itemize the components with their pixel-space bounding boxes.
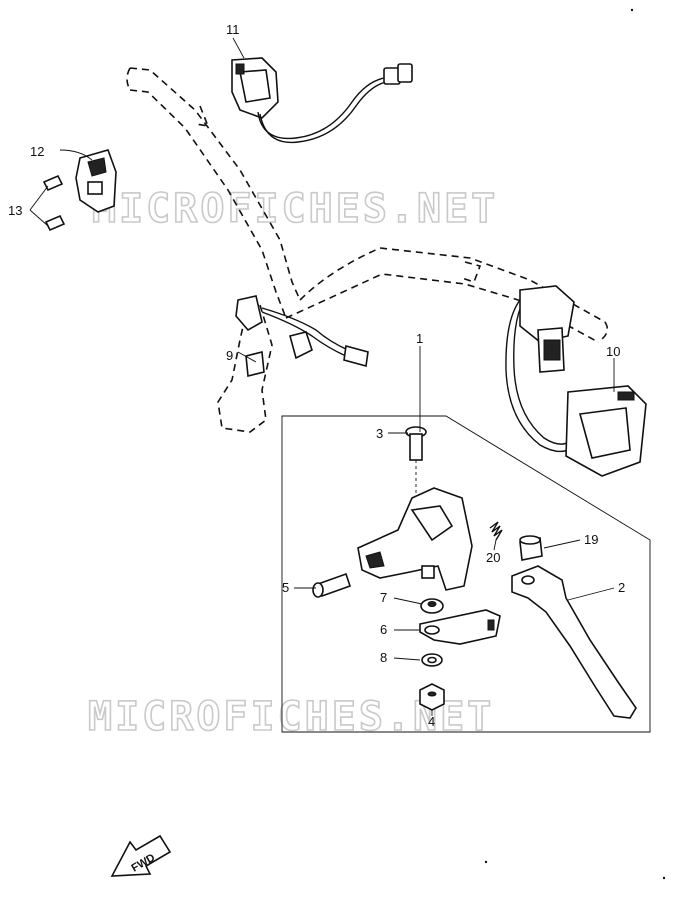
callout-12: 12 <box>30 144 44 159</box>
callout-19: 19 <box>584 532 598 547</box>
part-11-switch <box>231 57 413 144</box>
watermark-top: MICROFICHES.NET <box>92 186 498 232</box>
part-7-collar <box>420 598 444 614</box>
callout-5: 5 <box>282 580 289 595</box>
part-2-lever <box>511 565 637 719</box>
detail-frame <box>281 415 651 733</box>
callout-11: 11 <box>226 22 240 37</box>
callout-1: 1 <box>416 331 423 346</box>
callout-3: 3 <box>376 426 383 441</box>
part-9-cable <box>235 295 369 378</box>
part-4-nut <box>419 683 445 711</box>
speck <box>662 876 666 880</box>
callout-2: 2 <box>618 580 625 595</box>
part-5-bolt <box>312 572 352 598</box>
callout-9: 9 <box>226 348 233 363</box>
callout-6: 6 <box>380 622 387 637</box>
speck <box>484 860 488 864</box>
part-19-bushing <box>519 535 543 561</box>
callout-8: 8 <box>380 650 387 665</box>
callout-7: 7 <box>380 590 387 605</box>
part-13-screws <box>29 174 66 232</box>
part-12-switch-housing <box>59 149 117 213</box>
leader-lines <box>232 37 615 716</box>
callout-20: 20 <box>486 550 500 565</box>
part-1-lever-holder <box>357 346 473 591</box>
part-20-spring <box>489 521 503 541</box>
part-8-washer <box>421 653 443 667</box>
fwd-arrow: FWD <box>110 834 172 877</box>
speck <box>630 8 634 12</box>
callout-4: 4 <box>428 714 435 729</box>
callout-10: 10 <box>606 344 620 359</box>
part-10-switch-assembly <box>505 285 647 477</box>
callout-13: 13 <box>8 203 22 218</box>
part-6-plate <box>419 609 501 645</box>
handlebar-outline <box>126 67 609 433</box>
